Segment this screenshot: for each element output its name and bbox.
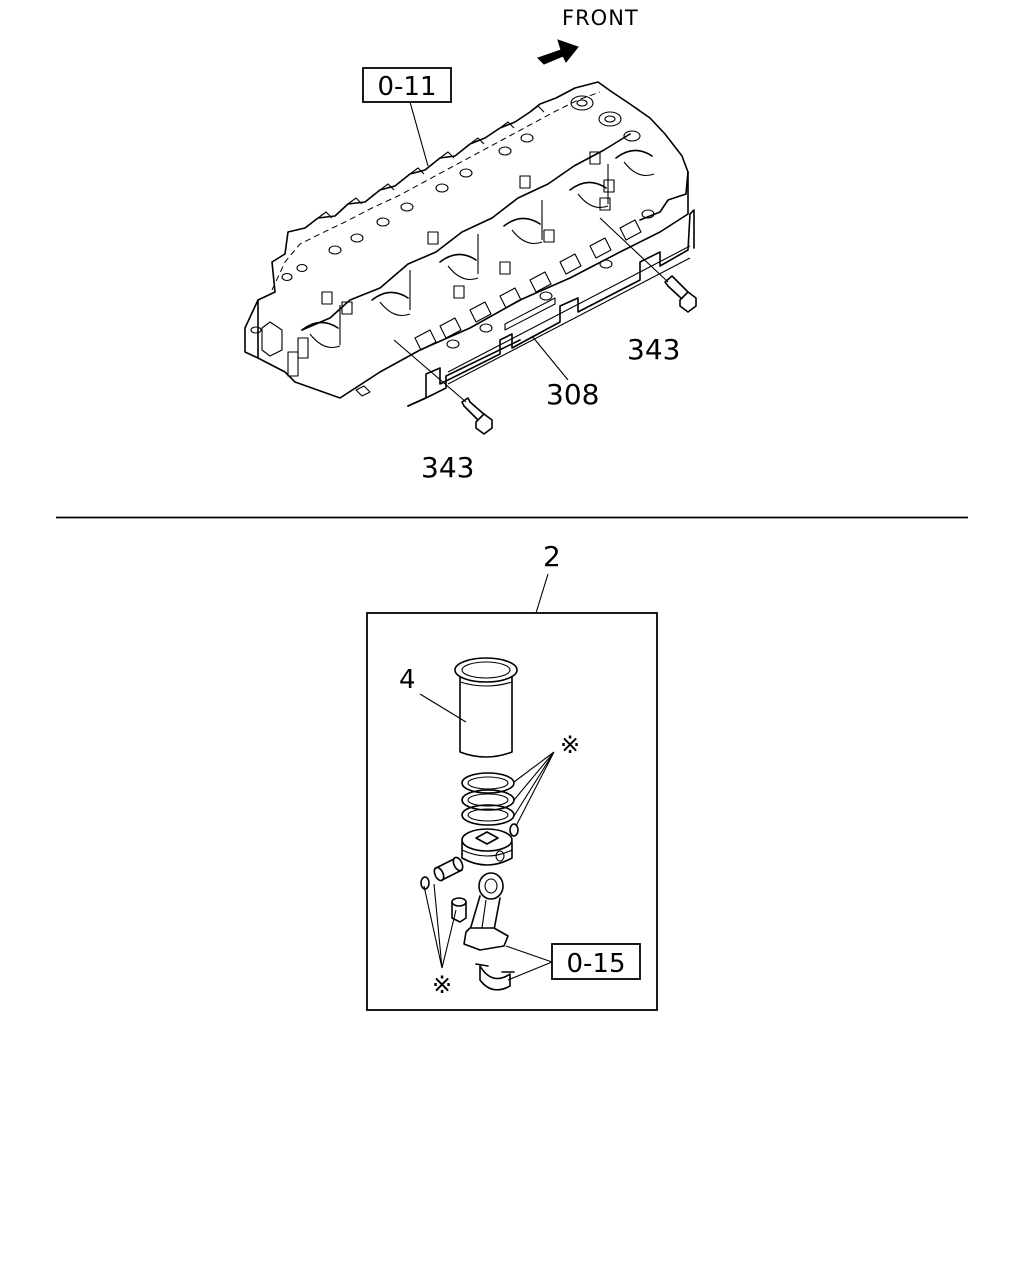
kit-frame bbox=[366, 612, 658, 1011]
ref-box-0-15: 0-15 bbox=[551, 943, 641, 980]
leader-343-right bbox=[599, 217, 669, 283]
cylinder-liner-part-4 bbox=[454, 657, 518, 758]
leader-asterisk-top bbox=[513, 751, 555, 827]
connecting-rod bbox=[463, 872, 509, 951]
callout-308: 308 bbox=[546, 378, 599, 411]
leader-liner-4 bbox=[419, 693, 467, 723]
leader-0-11 bbox=[409, 101, 429, 167]
cylinder-block-drawing bbox=[244, 81, 689, 399]
callout-kit-2: 2 bbox=[543, 540, 561, 573]
gasket-part-308 bbox=[407, 209, 695, 407]
piston bbox=[461, 828, 513, 866]
snap-ring-2 bbox=[509, 823, 519, 837]
leader-308 bbox=[531, 335, 569, 381]
leader-343-left bbox=[393, 339, 467, 403]
front-indicator: FRONT bbox=[537, 6, 639, 65]
bolt-343-right bbox=[664, 275, 697, 313]
leader-asterisk-bottom bbox=[423, 883, 457, 969]
callout-liner-4: 4 bbox=[399, 665, 416, 695]
asterisk-mark-top: ※ bbox=[560, 731, 580, 759]
ref-box-0-11: 0-11 bbox=[362, 67, 452, 103]
ref-box-0-11-label: 0-11 bbox=[377, 72, 436, 102]
piston-rings bbox=[461, 772, 515, 826]
rod-bearing-cap bbox=[475, 963, 515, 991]
ref-box-0-15-label: 0-15 bbox=[566, 949, 625, 979]
snap-ring-1 bbox=[420, 876, 430, 890]
callout-343-left: 343 bbox=[421, 451, 474, 484]
asterisk-mark-bottom: ※ bbox=[432, 971, 452, 999]
leader-kit-2 bbox=[535, 573, 549, 614]
front-label: FRONT bbox=[562, 6, 639, 30]
piston-pin bbox=[433, 856, 464, 882]
leader-0-15 bbox=[505, 945, 553, 981]
callout-343-right: 343 bbox=[627, 333, 680, 366]
front-arrow-icon bbox=[537, 39, 579, 65]
bushing bbox=[451, 897, 467, 923]
bolt-343-left bbox=[461, 397, 493, 435]
